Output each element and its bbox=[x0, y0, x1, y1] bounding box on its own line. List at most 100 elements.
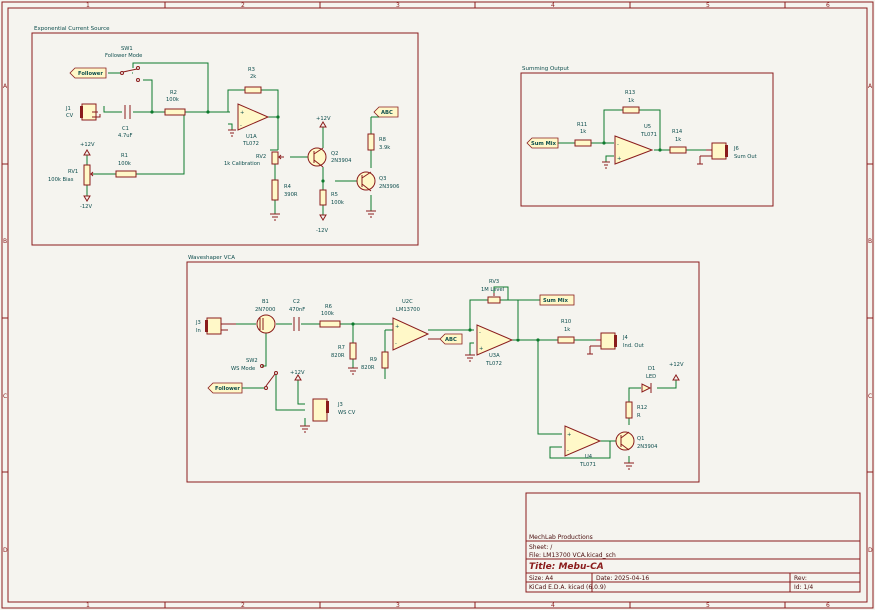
r11-ref: R11 bbox=[577, 122, 587, 128]
row-label: A bbox=[868, 83, 873, 90]
opamp-u4: + - U4 TL071 bbox=[564, 425, 602, 468]
r6-value: 100k bbox=[321, 311, 334, 317]
rv3-value: 1M Level bbox=[481, 287, 504, 293]
transistor-q1: Q1 2N3904 bbox=[615, 431, 658, 470]
wires bbox=[236, 286, 677, 463]
r14-value: 1k bbox=[675, 137, 681, 143]
r2-ref: R2 bbox=[170, 90, 177, 96]
potentiometer-rv3: RV3 1M Level bbox=[481, 279, 504, 304]
r7-value: 820R bbox=[331, 353, 345, 359]
c1-ref: C1 bbox=[122, 126, 129, 132]
switch-sw2: SW2 WS Mode bbox=[231, 358, 278, 390]
j5-value: WS CV bbox=[338, 410, 356, 416]
tb-id: Id: 1/4 bbox=[794, 584, 813, 591]
resistor-r10: R10 1k bbox=[557, 319, 575, 344]
q1-value: 2N3904 bbox=[637, 444, 658, 450]
jack-j4: J4 Ind. Out bbox=[587, 332, 644, 355]
section-title: Waveshaper VCA bbox=[188, 255, 235, 261]
u4-ref: U4 bbox=[585, 454, 593, 460]
capacitor-c1: C1 4.7uF bbox=[118, 105, 133, 139]
resistor-r9: R9 820R bbox=[361, 351, 389, 371]
svg-text:+: + bbox=[479, 346, 483, 352]
r12-value: R bbox=[637, 413, 641, 419]
m12a: -12V bbox=[80, 204, 92, 210]
r11-value: 1k bbox=[580, 129, 586, 135]
r5-value: 100k bbox=[331, 200, 344, 206]
label-sum-mix-ws: Sum Mix bbox=[539, 294, 575, 306]
u5-value: TL071 bbox=[640, 132, 657, 138]
jack-j3-ws-cv: J3 WS CV bbox=[300, 398, 356, 433]
tb-rev: Rev: bbox=[794, 575, 807, 582]
col-label: 1 bbox=[86, 2, 90, 9]
resistor-r13: R13 1k bbox=[622, 90, 640, 114]
j4-value: Ind. Out bbox=[623, 343, 644, 349]
section-exponential-current-source: Exponential Current Source bbox=[31, 26, 419, 246]
sw2-ref: SW2 bbox=[246, 358, 258, 364]
sum-mix-text: Sum Mix bbox=[531, 141, 557, 147]
tb-date: Date: 2025-04-16 bbox=[596, 575, 649, 582]
m12b: -12V bbox=[316, 228, 328, 234]
row-label: B bbox=[3, 238, 7, 245]
q3-value: 2N3906 bbox=[379, 184, 399, 190]
j6-value: Sum Out bbox=[734, 154, 757, 160]
j3-value: In bbox=[196, 328, 201, 334]
r13-value: 1k bbox=[628, 98, 634, 104]
transistor-q3: Q3 2N3906 bbox=[356, 171, 399, 218]
section-title: Exponential Current Source bbox=[34, 26, 110, 32]
u3a-value: TL072 bbox=[485, 361, 502, 367]
col-label: 6 bbox=[826, 602, 830, 609]
row-label: A bbox=[3, 83, 8, 90]
svg-text:+: + bbox=[567, 432, 571, 438]
resistor-r2: R2 100k bbox=[164, 90, 186, 116]
j1-ref: J1 bbox=[65, 106, 71, 112]
row-label: D bbox=[3, 547, 8, 554]
p12a-ws: +12V bbox=[290, 370, 305, 376]
resistor-r14: R14 1k bbox=[669, 129, 687, 154]
col-label: 5 bbox=[706, 602, 710, 609]
p12b-ws: +12V bbox=[669, 362, 684, 368]
row-label: D bbox=[868, 547, 873, 554]
r4-ref: R4 bbox=[284, 184, 292, 190]
r3-value: 2k bbox=[250, 74, 256, 80]
d1-value: LED bbox=[646, 374, 656, 380]
r12-ref: R12 bbox=[637, 405, 647, 411]
r14-ref: R14 bbox=[672, 129, 683, 135]
j6-ref: J6 bbox=[733, 146, 739, 152]
row-label: C bbox=[3, 393, 7, 400]
rv1-ref: RV1 bbox=[68, 169, 78, 175]
power-plus12-led: +12V bbox=[669, 362, 684, 381]
col-label: 6 bbox=[826, 2, 830, 9]
u3a-ref: U3A bbox=[489, 353, 500, 359]
border-labels: 1 2 3 4 5 6 1 2 3 4 5 6 A B C D A B C D bbox=[3, 2, 873, 609]
section-summing-output: Summing Output Sum Mix R11 1k R13 1k bbox=[520, 66, 774, 207]
label-abc: ABC bbox=[373, 106, 399, 118]
j4-ref: J4 bbox=[622, 335, 629, 341]
section-box bbox=[520, 72, 774, 207]
d1-ref: D1 bbox=[648, 366, 655, 372]
tb-company: MechLab Productions bbox=[529, 534, 593, 541]
tb-tool: KiCad E.D.A. kicad (6.0.9) bbox=[529, 584, 606, 591]
svg-text:-: - bbox=[617, 142, 619, 148]
col-label: 2 bbox=[241, 602, 245, 609]
rv3-ref: RV3 bbox=[489, 279, 499, 285]
switch-sw1: SW1 Follower Mode bbox=[105, 46, 142, 82]
tb-title: Title: Mebu-CA bbox=[529, 562, 604, 572]
svg-text:-: - bbox=[240, 123, 242, 129]
label-follower: Follower bbox=[69, 67, 107, 79]
title-block: MechLab Productions Sheet: / File: LM137… bbox=[525, 492, 861, 593]
r4-value: 390R bbox=[284, 192, 298, 198]
svg-text:-: - bbox=[567, 448, 569, 454]
r9-value: 820R bbox=[361, 365, 375, 371]
resistor-r11: R11 1k bbox=[574, 122, 592, 147]
abc-ws-text: ABC bbox=[445, 337, 457, 343]
resistor-r12: R12 R bbox=[625, 401, 647, 419]
svg-text:+: + bbox=[240, 110, 244, 116]
section-waveshaper-vca: Waveshaper VCA bbox=[186, 255, 700, 483]
rv1-value: 100k Bias bbox=[48, 177, 74, 183]
c2-value: 470nF bbox=[289, 307, 305, 313]
follower-ws-text: Follower bbox=[215, 386, 240, 392]
q1-ref: Q1 bbox=[637, 436, 644, 442]
u5-ref: U5 bbox=[644, 124, 651, 130]
follower-label-text: Follower bbox=[78, 71, 103, 77]
